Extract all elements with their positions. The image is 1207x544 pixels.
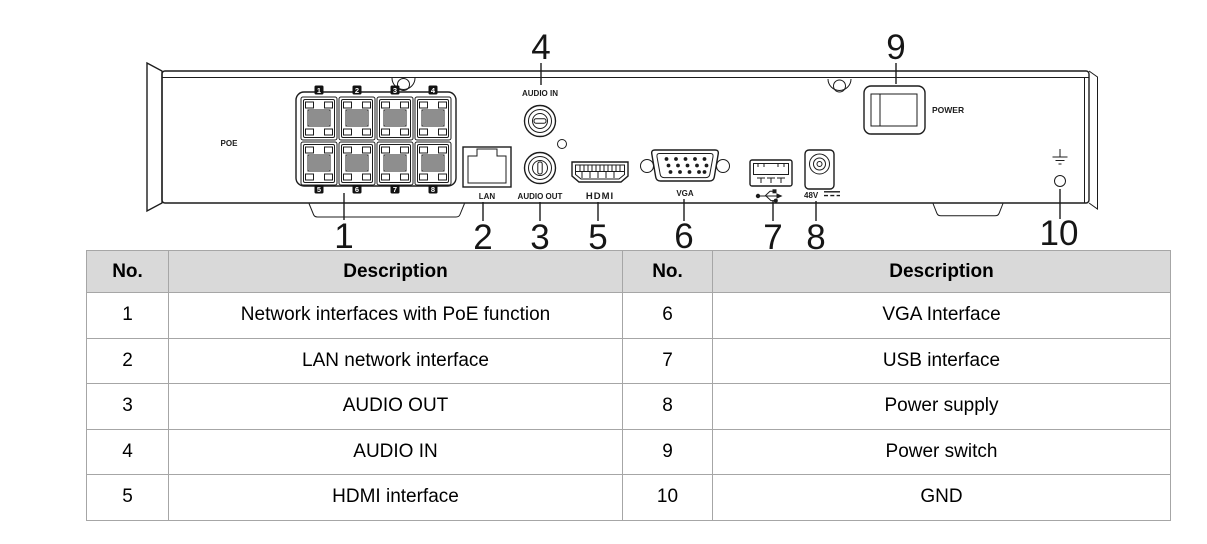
table-cell-description: Power supply bbox=[712, 383, 1171, 430]
svg-text:5: 5 bbox=[588, 218, 607, 250]
vga-port: VGA bbox=[640, 149, 730, 198]
screw-hole bbox=[557, 139, 567, 149]
table-header-description-left: Description bbox=[168, 250, 623, 293]
poe-port bbox=[376, 141, 414, 186]
table-cell-description: AUDIO OUT bbox=[168, 383, 623, 430]
gnd-screw bbox=[1054, 175, 1066, 187]
svg-text:1: 1 bbox=[334, 217, 353, 250]
top-screw-hole bbox=[827, 78, 852, 93]
hdmi-label: HDMI bbox=[586, 191, 614, 202]
callout-3: 3 bbox=[530, 202, 550, 250]
svg-text:7: 7 bbox=[393, 185, 397, 194]
chassis-foot-left bbox=[308, 203, 465, 218]
table-cell-description: AUDIO IN bbox=[168, 428, 623, 475]
callout-10: 10 bbox=[1040, 189, 1079, 250]
callout-1: 1 bbox=[334, 193, 354, 250]
audio-in-label: AUDIO IN bbox=[522, 89, 558, 98]
poe-port-tag: 1 2 3 4 5 6 7 8 bbox=[314, 85, 438, 194]
lan-label: LAN bbox=[479, 192, 496, 201]
vga-label: VGA bbox=[676, 189, 694, 198]
table-cell-no: 10 bbox=[622, 474, 713, 521]
table-cell-description: VGA Interface bbox=[712, 292, 1171, 339]
svg-text:4: 4 bbox=[431, 86, 436, 95]
poe-port bbox=[376, 96, 414, 141]
svg-text:3: 3 bbox=[393, 86, 397, 95]
table-cell-no: 8 bbox=[622, 383, 713, 430]
table-row: 2 LAN network interface 7 USB interface bbox=[86, 337, 1171, 384]
table-header-description-right: Description bbox=[712, 250, 1171, 293]
callout-4: 4 bbox=[531, 28, 551, 85]
table-cell-description: Network interfaces with PoE function bbox=[168, 292, 623, 339]
table-row: 5 HDMI interface 10 GND bbox=[86, 474, 1171, 521]
audio-out-label: AUDIO OUT bbox=[518, 192, 563, 201]
svg-text:6: 6 bbox=[674, 217, 693, 250]
callout-7: 7 bbox=[763, 201, 783, 250]
svg-text:5: 5 bbox=[317, 185, 321, 194]
svg-text:7: 7 bbox=[763, 218, 782, 250]
table-cell-description: GND bbox=[712, 474, 1171, 521]
power-label: POWER bbox=[932, 105, 964, 115]
lan-port: LAN bbox=[462, 146, 512, 201]
vga-screw bbox=[716, 159, 730, 173]
svg-text:6: 6 bbox=[355, 185, 359, 194]
callout-5: 5 bbox=[588, 202, 608, 250]
svg-text:2: 2 bbox=[473, 218, 492, 250]
poe-block: POE 1 2 3 4 5 6 7 8 bbox=[221, 85, 457, 194]
table-cell-no: 6 bbox=[622, 292, 713, 339]
poe-port bbox=[338, 141, 376, 186]
poe-port bbox=[300, 96, 338, 141]
table-header-no-right: No. bbox=[622, 250, 713, 293]
table-cell-no: 2 bbox=[86, 337, 169, 384]
svg-text:10: 10 bbox=[1040, 214, 1079, 250]
callout-2: 2 bbox=[473, 202, 493, 250]
table-cell-description: LAN network interface bbox=[168, 337, 623, 384]
callout-8: 8 bbox=[806, 201, 826, 250]
table-cell-no: 3 bbox=[86, 383, 169, 430]
table-cell-description: HDMI interface bbox=[168, 474, 623, 521]
svg-text:9: 9 bbox=[886, 28, 905, 67]
power-jack: 48V bbox=[804, 149, 840, 200]
poe-port bbox=[300, 141, 338, 186]
table-cell-no: 1 bbox=[86, 292, 169, 339]
port-description-table: No. Description No. Description 1 Networ… bbox=[86, 250, 1171, 521]
audio-in-jack: AUDIO IN bbox=[522, 89, 558, 138]
top-screw-hole bbox=[391, 77, 416, 91]
table-header-row: No. Description No. Description bbox=[86, 250, 1171, 293]
table-cell-no: 4 bbox=[86, 428, 169, 475]
usb-icon bbox=[755, 189, 783, 203]
poe-port bbox=[414, 141, 452, 186]
vga-screw bbox=[640, 159, 654, 173]
power-voltage-label: 48V bbox=[804, 191, 819, 200]
table-cell-description: USB interface bbox=[712, 337, 1171, 384]
chassis bbox=[146, 61, 1098, 218]
ground-icon bbox=[1052, 149, 1068, 165]
table-header-no-left: No. bbox=[86, 250, 169, 293]
usb-port bbox=[749, 159, 793, 187]
table-cell-no: 9 bbox=[622, 428, 713, 475]
svg-text:1: 1 bbox=[317, 86, 321, 95]
hdmi-port: HDMI bbox=[571, 161, 629, 202]
table-row: 1 Network interfaces with PoE function 6… bbox=[86, 292, 1171, 339]
svg-text:4: 4 bbox=[531, 28, 550, 67]
table-cell-description: Power switch bbox=[712, 428, 1171, 475]
table-row: 4 AUDIO IN 9 Power switch bbox=[86, 428, 1171, 475]
power-switch: POWER bbox=[863, 85, 964, 135]
rear-panel-diagram: POE 1 2 3 4 5 6 7 8 bbox=[146, 28, 1098, 250]
svg-text:8: 8 bbox=[431, 185, 435, 194]
svg-text:2: 2 bbox=[355, 86, 359, 95]
chassis-foot-right bbox=[932, 203, 1004, 217]
svg-text:3: 3 bbox=[530, 218, 549, 250]
audio-out-jack: AUDIO OUT bbox=[518, 151, 563, 201]
table-cell-no: 5 bbox=[86, 474, 169, 521]
poe-port bbox=[414, 96, 452, 141]
svg-text:8: 8 bbox=[806, 218, 825, 250]
table-cell-no: 7 bbox=[622, 337, 713, 384]
poe-label: POE bbox=[221, 139, 239, 148]
poe-port bbox=[338, 96, 376, 141]
table-row: 3 AUDIO OUT 8 Power supply bbox=[86, 383, 1171, 430]
callout-6: 6 bbox=[674, 199, 694, 250]
callout-9: 9 bbox=[886, 28, 906, 84]
dc-symbol-icon bbox=[824, 191, 840, 197]
